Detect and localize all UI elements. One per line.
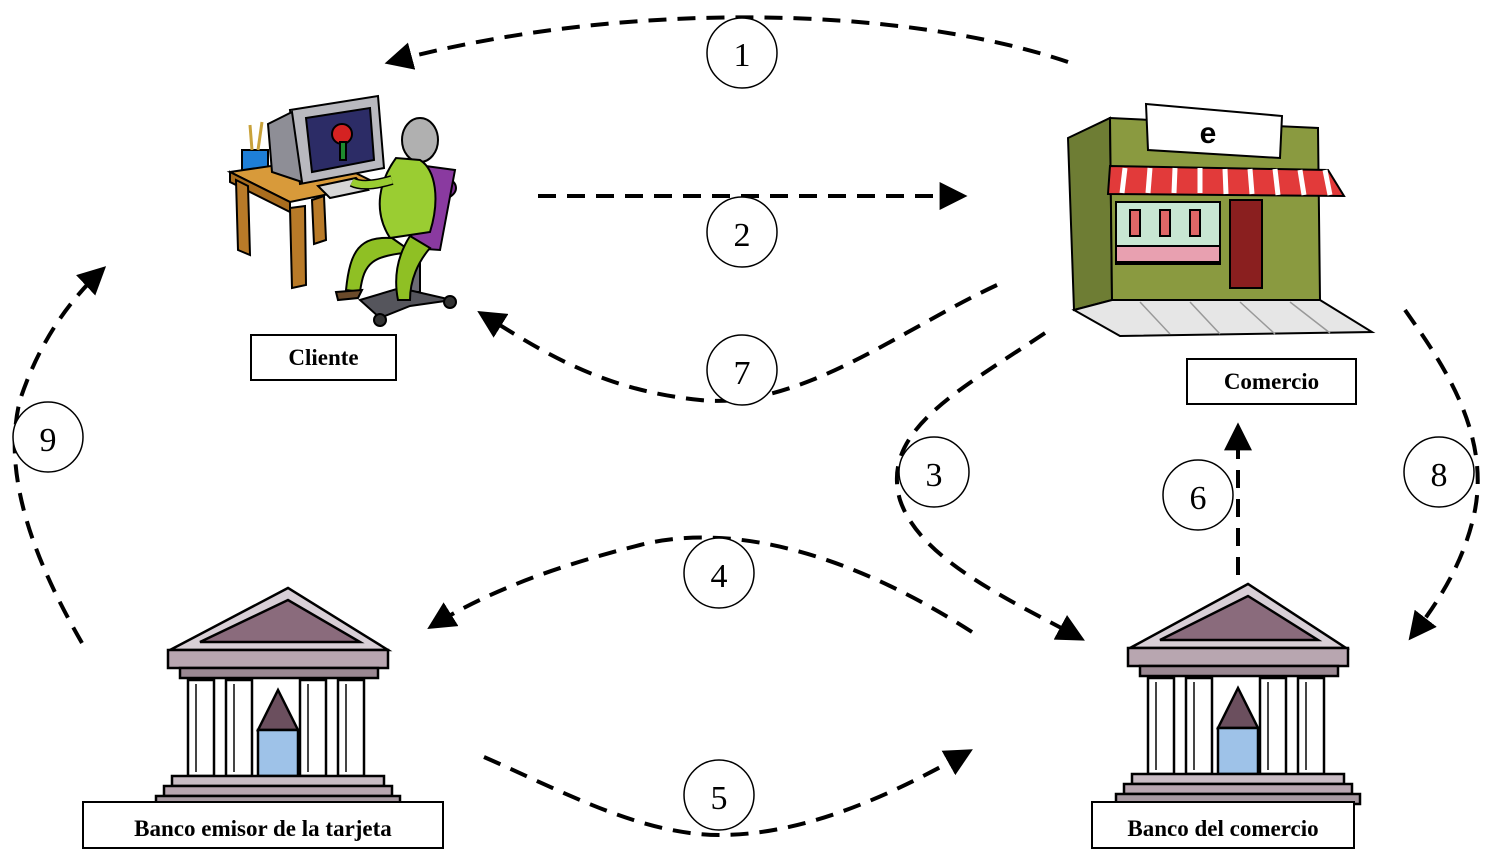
svg-text:5: 5 [711, 780, 728, 817]
arrow-step-4 [427, 535, 974, 634]
step-marker-3: 3 [898, 436, 970, 508]
step-marker-7: 7 [706, 334, 778, 406]
arrow-step-3 [894, 331, 1085, 641]
storefront-icon: e [1066, 102, 1376, 338]
svg-text:6: 6 [1190, 480, 1207, 517]
svg-text:1: 1 [734, 37, 751, 74]
store-sign-text: e [1200, 117, 1217, 150]
step-marker-6: 6 [1162, 459, 1234, 531]
svg-text:4: 4 [711, 558, 728, 595]
svg-text:8: 8 [1431, 457, 1448, 494]
client-computer-icon [226, 94, 457, 327]
svg-text:7: 7 [734, 355, 751, 392]
svg-text:9: 9 [40, 422, 57, 459]
issuer-bank-icon [154, 586, 402, 808]
step-marker-9: 9 [12, 401, 84, 473]
arrow-step-1 [384, 15, 1069, 70]
issuer-bank-label: Banco emisor de la tarjeta [82, 801, 444, 849]
step-marker-4: 4 [683, 537, 755, 609]
step-marker-2: 2 [706, 196, 778, 268]
client-label: Cliente [250, 334, 397, 381]
svg-text:3: 3 [926, 457, 943, 494]
arrow-step-8 [1403, 308, 1480, 641]
merchant-bank-label: Banco del comercio [1091, 801, 1355, 849]
merchant-bank-icon [1114, 582, 1362, 806]
svg-text:2: 2 [734, 217, 751, 254]
arrow-step-9 [12, 266, 107, 644]
arrow-step-7 [477, 283, 998, 403]
arrow-step-5 [483, 749, 973, 838]
step-marker-8: 8 [1403, 436, 1475, 508]
merchant-label: Comercio [1186, 358, 1357, 405]
step-marker-1: 1 [706, 17, 778, 89]
step-marker-5: 5 [683, 759, 755, 831]
